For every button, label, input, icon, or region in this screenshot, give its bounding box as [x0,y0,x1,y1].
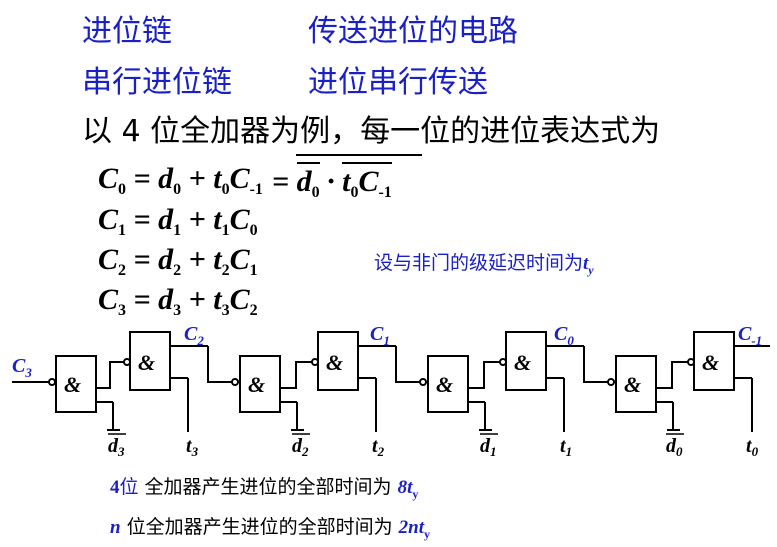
heading-carry-chain-def: 传送进位的电路 [308,14,518,49]
label-t3: t3 [186,435,199,459]
gate-symbol: & [702,350,719,375]
gate-symbol: & [624,372,641,397]
gate-symbol: & [138,350,155,375]
heading-carry-chain: 进位链 [82,14,172,49]
nand-gate-t0 [693,331,735,391]
footer-4bit-total-time: 4位 全加器产生进位的全部时间为 8ty [110,476,419,501]
wire-c1 [395,346,420,383]
equation-c3: C3 = d3 + t3C2 [98,283,258,319]
label-d0-bar: d0 [666,435,683,459]
label-d3-bar: d3 [108,435,125,459]
gate-symbol: & [248,372,265,397]
gate-symbol: & [436,372,453,397]
equation-c2: C2 = d2 + t2C1 [98,243,258,279]
label-d1-bar: d1 [480,435,497,459]
outer-overbar [296,154,422,156]
heading-serial-carry-def: 进位串行传送 [308,65,488,100]
nand-term-d0: d0 [296,162,320,202]
inverter-bubble [48,378,56,386]
equation-c0-nand: = d0 · t0C-1 [272,162,392,202]
wire-c2 [207,346,232,383]
heading-serial-carry-chain: 串行进位链 [82,65,232,100]
nand-gate-d0 [615,355,657,413]
label-t0: t0 [746,435,759,459]
gate-symbol: & [514,350,531,375]
label-c3: C3 [12,355,32,380]
nand-gate-d1 [427,355,469,413]
nand-gate-d3 [55,355,97,413]
equation-c1: C1 = d1 + t1C0 [98,203,258,239]
wire-c0 [583,346,608,383]
wire-stage3-link [96,361,124,389]
serial-carry-chain-circuit: & & & & & & & & C3 C2 C1 C0 C-1 d3 t3 d2… [12,323,770,459]
equation-c0: C0 = d0 + t0C-1 [98,162,263,198]
label-c2: C2 [184,323,204,348]
gate-symbol: & [64,372,81,397]
nand-term-t0c: t0C-1 [342,162,392,202]
gate-symbol: & [326,350,343,375]
footer-nbit-total-time: n 位全加器产生进位的全部时间为 2nty [110,516,431,541]
label-d2-bar: d2 [292,435,309,459]
label-c1: C1 [370,323,390,348]
intro-sentence: 以 4 位全加器为例，每一位的进位表达式为 [82,114,661,149]
label-c-minus1: C-1 [738,323,762,348]
gate-delay-note: 设与非门的级延迟时间为ty [374,252,594,277]
inverter-bubble [123,358,131,366]
label-t2: t2 [372,435,385,459]
label-c0: C0 [554,323,574,348]
nand-gate-d2 [239,355,281,413]
label-t1: t1 [560,435,572,459]
